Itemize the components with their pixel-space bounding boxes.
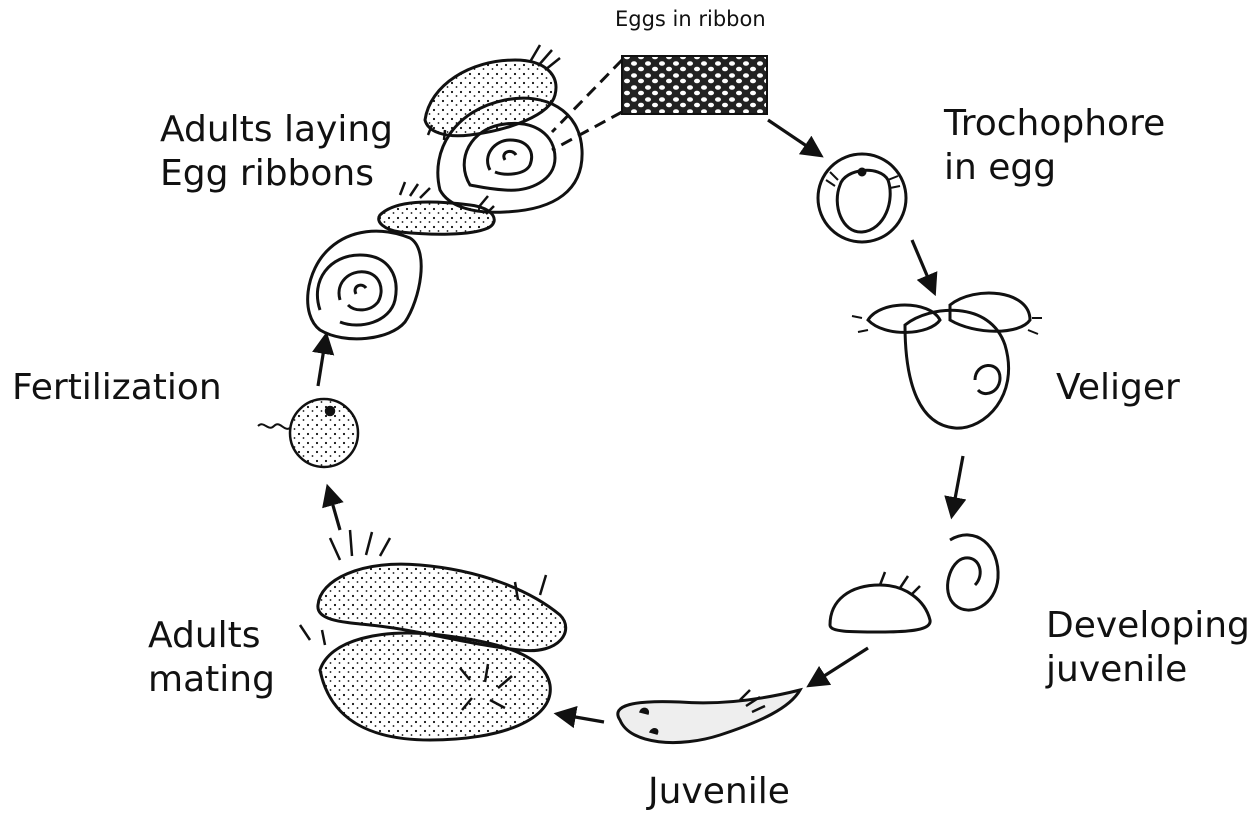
arrow-veliger-to-developing bbox=[952, 456, 963, 515]
developing-juvenile-illustration bbox=[830, 535, 998, 632]
arrow-juvenile-to-mating bbox=[558, 714, 604, 722]
adult-laying-top bbox=[425, 45, 582, 212]
arrow-eggs-to-trochophore bbox=[768, 120, 820, 155]
arrow-developing-to-juvenile bbox=[810, 648, 868, 685]
arrow-fertilization-to-laying bbox=[318, 336, 326, 386]
adult-laying-bottom bbox=[308, 182, 495, 339]
trochophore-illustration bbox=[818, 154, 906, 242]
veliger-illustration bbox=[852, 293, 1042, 428]
arrow-trochophore-to-veliger bbox=[912, 240, 934, 292]
juvenile-illustration bbox=[618, 690, 800, 743]
arrow-mating-to-fertilization bbox=[328, 488, 340, 530]
adults-mating-illustration bbox=[300, 530, 566, 740]
fertilized-egg-illustration bbox=[258, 399, 358, 467]
egg-ribbon-closeup bbox=[552, 56, 767, 150]
